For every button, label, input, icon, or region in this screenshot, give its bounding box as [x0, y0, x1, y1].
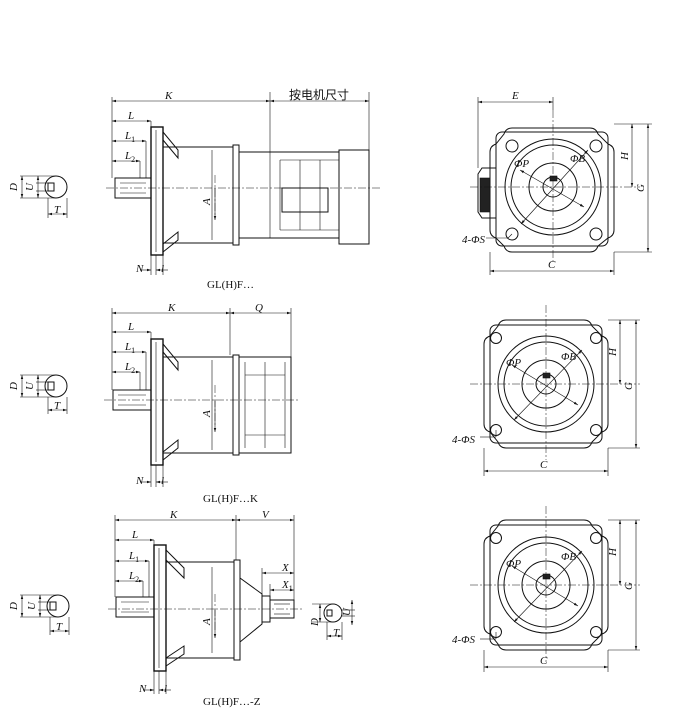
label-T: T [54, 204, 61, 216]
caption-top: GL(H)F… [207, 279, 254, 291]
label-H: H [607, 547, 619, 557]
shaft-key-view-middle: D U T [8, 374, 68, 414]
label-L: L [131, 529, 138, 541]
label-motor-size: 按电机尺寸 [289, 88, 349, 102]
label-K: K [167, 302, 176, 314]
row-top: D U T [8, 88, 652, 291]
front-view-middle: ΦP ΦB H G C 4-ΦS [452, 305, 640, 476]
label-V: V [262, 509, 270, 521]
label-U: U [24, 381, 36, 390]
label-X: X [281, 562, 290, 574]
label-phiB: ΦB [570, 153, 585, 165]
label-X1: X1 [281, 579, 293, 593]
row-bottom: D U T [8, 506, 640, 708]
label-L1: L1 [128, 550, 139, 564]
label-holes: 4-ΦS [462, 234, 486, 246]
front-view-bottom: ΦP ΦB H G C 4-ΦS [452, 506, 640, 672]
label-H: H [607, 347, 619, 357]
label-D: D [8, 602, 20, 611]
label-G: G [635, 184, 647, 192]
label-T: T [56, 621, 63, 633]
label-L: L [127, 321, 134, 333]
label-D-output: D [309, 618, 321, 627]
label-phiB: ΦB [561, 351, 576, 363]
label-C: C [548, 259, 556, 271]
label-E: E [511, 90, 519, 102]
label-A: A [201, 410, 213, 418]
caption-middle: GL(H)F…K [203, 493, 258, 505]
shaft-key-view-top: D U T [8, 175, 68, 218]
label-D: D [8, 382, 20, 391]
label-holes: 4-ΦS [452, 434, 476, 446]
label-N: N [138, 683, 147, 695]
label-N: N [135, 475, 144, 487]
label-A: A [201, 618, 213, 626]
label-L1: L1 [124, 341, 135, 355]
side-view-middle: K Q L L1 L2 A N l GL(H)F…K [104, 302, 300, 505]
row-middle: D U T [8, 302, 640, 505]
label-K: K [164, 90, 173, 102]
label-T: T [54, 400, 61, 412]
label-phiB: ΦB [561, 551, 576, 563]
label-A: A [201, 198, 213, 206]
label-Q: Q [255, 302, 263, 314]
label-C: C [540, 655, 548, 667]
label-L2: L2 [124, 150, 135, 164]
label-G: G [623, 382, 635, 390]
label-L2: L2 [128, 570, 139, 584]
label-phiP: ΦP [506, 357, 521, 369]
label-L: L [127, 110, 134, 122]
label-U: U [26, 601, 38, 610]
label-C: C [540, 459, 548, 471]
front-view-top: E ΦP ΦB H G C 4-ΦS [462, 90, 652, 275]
label-U-output: U [341, 607, 353, 616]
label-l: l [161, 263, 164, 275]
label-D: D [8, 183, 20, 192]
label-phiP: ΦP [514, 158, 529, 170]
side-view-top: K 按电机尺寸 L L1 L2 A N l GL(H)F… [106, 88, 380, 291]
label-N: N [135, 263, 144, 275]
label-holes: 4-ΦS [452, 634, 476, 646]
label-L2: L2 [124, 361, 135, 375]
label-L1: L1 [124, 130, 135, 144]
shaft-key-view-bottom: D U T [8, 594, 70, 635]
label-phiP: ΦP [506, 558, 521, 570]
label-G: G [623, 582, 635, 590]
label-K: K [169, 509, 178, 521]
label-l: l [161, 475, 164, 487]
caption-bottom: GL(H)F…-Z [203, 696, 261, 708]
label-H: H [619, 151, 631, 161]
label-T-output: T [333, 627, 340, 639]
side-view-bottom: D U T K V L [108, 509, 355, 708]
label-l: l [164, 683, 167, 695]
label-U: U [24, 182, 36, 191]
